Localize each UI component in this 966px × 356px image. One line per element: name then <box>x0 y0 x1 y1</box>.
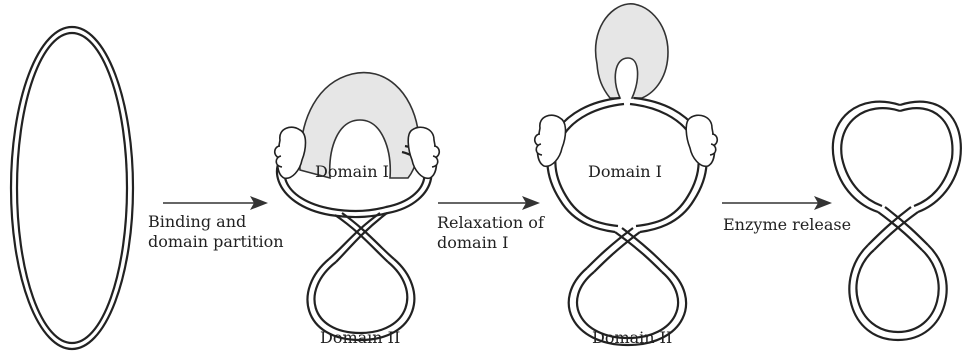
stage3-domain2-label: Domain II <box>592 328 672 347</box>
arrow1-label-line2: domain partition <box>148 232 284 251</box>
arrow1-label-line1: Binding and <box>148 212 246 231</box>
stage2-domain2-label: Domain II <box>320 328 400 347</box>
circular-dna-stage1 <box>11 27 133 349</box>
arrow-relaxation <box>438 196 540 210</box>
arrow3-label: Enzyme release <box>723 215 851 234</box>
dna-enzyme-complex-stage2 <box>275 73 440 340</box>
arrow-release <box>722 196 832 210</box>
supercoiled-dna-stage4 <box>833 102 961 340</box>
right-hand-icon <box>686 115 717 166</box>
left-hand-icon <box>535 115 566 166</box>
stage2-domain1-label: Domain I <box>315 162 389 181</box>
arrow2-label-line1: Relaxation of <box>437 213 544 232</box>
arrow2-label-line2: domain I <box>437 233 508 252</box>
enzyme-body <box>596 4 668 98</box>
arrow-binding <box>163 196 268 210</box>
stage3-domain1-label: Domain I <box>588 162 662 181</box>
